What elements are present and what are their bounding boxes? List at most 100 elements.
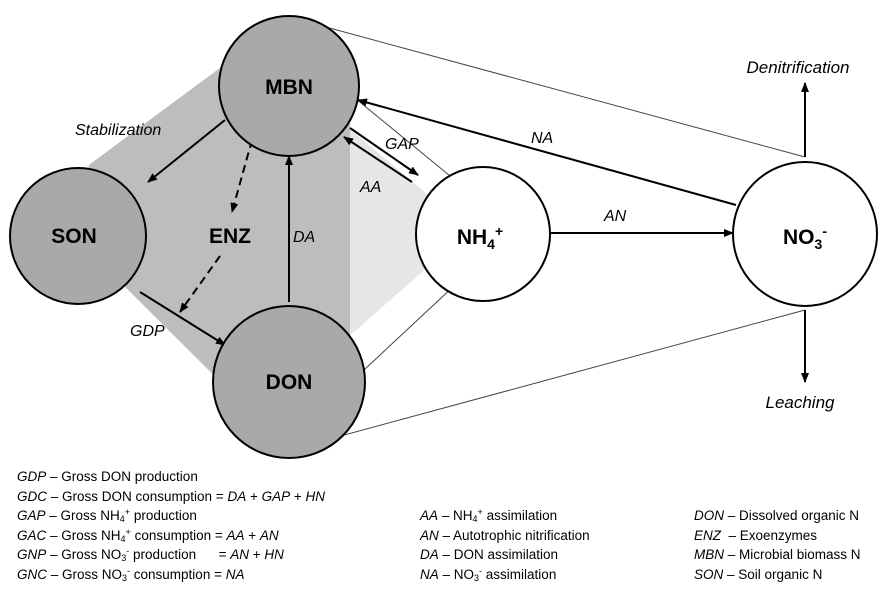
no3-base: NO bbox=[783, 226, 815, 249]
legend-abbr: ENZ bbox=[694, 527, 721, 543]
legend-text: – Gross DON consumption = bbox=[47, 488, 228, 504]
legend-item: SON – Soil organic N bbox=[694, 565, 861, 585]
nh4-sub: 4 bbox=[487, 236, 495, 252]
legend-text: - bbox=[127, 565, 131, 576]
legend-text: + bbox=[244, 527, 260, 543]
nh4-base: NH bbox=[457, 226, 487, 249]
legend-item: GNC – Gross NO3- consumption = NA bbox=[17, 565, 325, 585]
legend-text: – Autotrophic nitrification bbox=[438, 527, 590, 543]
legend-text: 3 bbox=[474, 572, 480, 583]
legend-abbr: GDC bbox=[17, 488, 47, 504]
legend-item: GDP – Gross DON production bbox=[17, 467, 325, 487]
guide-line-top bbox=[288, 16, 806, 158]
legend-item: DON – Dissolved organic N bbox=[694, 506, 861, 526]
legend-text: – Gross NH bbox=[45, 508, 120, 524]
flow-label-aa: AA bbox=[359, 179, 381, 196]
legend-item: AN – Autotrophic nitrification bbox=[420, 526, 590, 546]
node-don bbox=[212, 305, 366, 459]
node-label-enz: ENZ bbox=[209, 225, 251, 248]
legend-text: - bbox=[479, 565, 483, 576]
legend-item: GAC – Gross NH4+ consumption = AA + AN bbox=[17, 526, 325, 546]
legend-text: consumption = bbox=[130, 527, 227, 543]
legend-text: HN bbox=[305, 488, 326, 504]
legend-text: HN bbox=[264, 547, 284, 563]
legend-text: GAP bbox=[261, 488, 291, 504]
legend-text: – NO bbox=[438, 566, 475, 582]
flow-label-na: NA bbox=[531, 130, 553, 147]
legend-text: – Exoenzymes bbox=[721, 527, 818, 543]
legend-text: production = bbox=[129, 547, 231, 563]
legend-text: + bbox=[249, 547, 265, 563]
legend-text: – Gross NH bbox=[46, 527, 121, 543]
flow-label-leaching: Leaching bbox=[765, 393, 835, 412]
legend-text: consumption = bbox=[130, 566, 226, 582]
legend-item: DA – DON assimilation bbox=[420, 545, 590, 565]
node-label-son: SON bbox=[51, 225, 97, 248]
legend-text: – Gross NO bbox=[46, 547, 122, 563]
legend-text: + bbox=[246, 488, 262, 504]
legend-abbr: GNC bbox=[17, 566, 47, 582]
node-nh4 bbox=[415, 166, 551, 302]
legend-text: + bbox=[125, 526, 131, 537]
legend-item: GAP – Gross NH4+ production bbox=[17, 506, 325, 526]
guide-line-bottom bbox=[288, 309, 806, 451]
legend-item: NA – NO3- assimilation bbox=[420, 565, 590, 585]
no3-sup: - bbox=[822, 223, 827, 239]
node-mbn bbox=[218, 15, 360, 157]
legend-abbr: AA bbox=[420, 508, 439, 523]
node-label-don: DON bbox=[266, 371, 313, 394]
legend-text: assimilation bbox=[482, 566, 557, 582]
legend-text: DA bbox=[227, 488, 247, 504]
arrow-mbn-to-nh4 bbox=[349, 127, 419, 176]
legend-abbr: NA bbox=[420, 566, 439, 582]
arrow-son-to-don bbox=[139, 291, 226, 346]
flow-label-denitrification: Denitrification bbox=[747, 58, 850, 77]
nh4-sup: + bbox=[495, 223, 503, 239]
legend-abbr: GAC bbox=[17, 527, 47, 543]
legend-item: MBN – Microbial biomass N bbox=[694, 545, 861, 565]
legend-item: AA – NH4+ assimilation bbox=[420, 506, 590, 526]
legend-abbr: GAP bbox=[17, 508, 46, 524]
legend-text: – Soil organic N bbox=[723, 566, 823, 582]
legend-text: 3 bbox=[122, 572, 128, 583]
node-no3 bbox=[732, 161, 878, 307]
flow-label-da: DA bbox=[293, 229, 315, 246]
legend-text: production bbox=[130, 508, 197, 524]
legend-abbr: DA bbox=[420, 547, 439, 563]
legend-text: + bbox=[124, 507, 131, 518]
flow-label-stabilization: Stabilization bbox=[75, 122, 161, 139]
legend-abbr: SON bbox=[694, 566, 724, 582]
legend-text: + bbox=[477, 507, 483, 517]
legend-text: – Gross NO bbox=[47, 566, 123, 582]
no3-sub: 3 bbox=[815, 236, 823, 252]
node-label-mbn: MBN bbox=[265, 76, 313, 99]
legend-item: ENZ – Exoenzymes bbox=[694, 526, 861, 546]
legend-text: – NH bbox=[438, 508, 473, 523]
arrow-enz-to-don bbox=[179, 255, 221, 313]
legend-text: – Gross DON production bbox=[46, 469, 198, 484]
legend-item: GDC – Gross DON consumption = DA + GAP +… bbox=[17, 487, 325, 507]
flow-label-an: AN bbox=[603, 208, 627, 225]
legend-abbr: GDP bbox=[17, 469, 47, 484]
node-son bbox=[9, 167, 147, 305]
legend-text: assimilation bbox=[482, 508, 558, 523]
legend-text: 4 bbox=[119, 514, 125, 525]
flow-label-gap: GAP bbox=[385, 136, 419, 153]
legend-text: + bbox=[290, 488, 306, 504]
legend-item: GNP – Gross NO3- production = AN + HN bbox=[17, 545, 325, 565]
legend-abbr: GNP bbox=[17, 547, 47, 563]
legend-text: – Dissolved organic N bbox=[724, 508, 860, 523]
flow-label-gdp: GDP bbox=[130, 323, 165, 340]
legend-text: AN bbox=[230, 547, 249, 563]
legend-abbr: AN bbox=[420, 527, 439, 543]
node-label-nh4: NH4+ bbox=[457, 223, 503, 252]
legend-text: – DON assimilation bbox=[438, 547, 559, 563]
arrow-nh4-to-mbn bbox=[343, 136, 413, 183]
legend-text: AA bbox=[226, 527, 245, 543]
legend-text: NA bbox=[225, 566, 245, 582]
legend-text: - bbox=[126, 546, 130, 557]
